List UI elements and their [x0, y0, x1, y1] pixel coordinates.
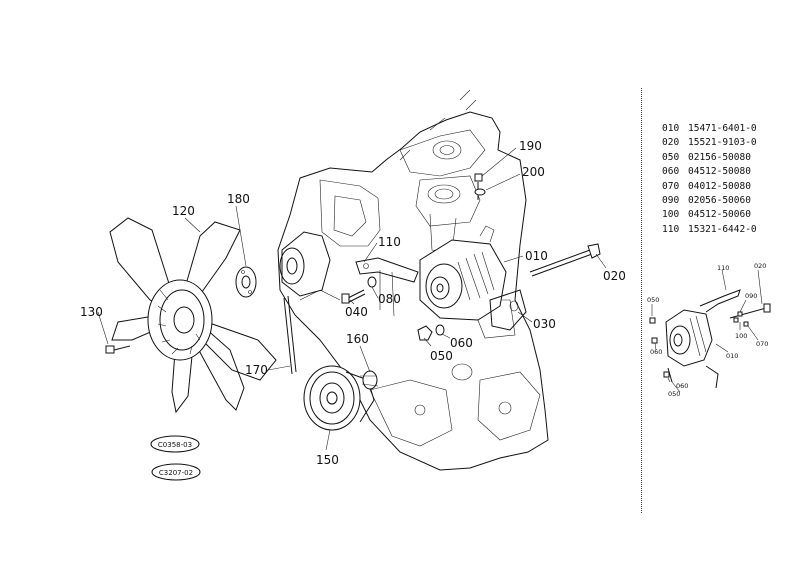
washer-060	[435, 324, 445, 336]
parts-list: 010 15471-6401-0 020 15521-9103-0 050 02156-5…	[662, 122, 792, 237]
callout-050: 050	[430, 349, 453, 363]
crankshaft-pulley	[303, 365, 375, 431]
reference-label-2: C3207-02	[159, 469, 193, 477]
callout-080: 080	[378, 292, 401, 306]
bolt-040	[341, 289, 366, 304]
callout-labels: 120 180 130 170 150 160 110 080 040 050 …	[80, 139, 626, 467]
part-code: 010	[662, 123, 680, 134]
nut-050	[417, 325, 433, 341]
leader-lines	[97, 147, 607, 451]
inset-callout-020: 020	[754, 262, 766, 270]
cooling-fan	[109, 217, 277, 414]
washer-200	[474, 188, 486, 196]
inset-callout-050b: 050	[668, 390, 680, 398]
part-code: 090	[662, 195, 680, 207]
callout-060: 060	[450, 336, 473, 350]
part-number: 04512-50060	[688, 209, 751, 221]
inset-callout-090: 090	[745, 292, 757, 300]
part-number: 02156-50080	[688, 151, 751, 163]
part-number: 04012-50080	[688, 180, 751, 192]
parts-list-row: 060 04512-50080	[662, 165, 792, 179]
part-number: 15471-6401-0	[688, 123, 757, 134]
parts-list-row: 020 15521-9103-0	[662, 136, 792, 150]
part-code: 100	[662, 209, 680, 221]
washer-080	[367, 276, 377, 288]
alternator	[419, 225, 507, 321]
callout-120: 120	[172, 204, 195, 218]
part-code: 060	[662, 166, 680, 178]
part-code: 110	[662, 223, 680, 235]
callout-150: 150	[316, 453, 339, 467]
long-bolt	[529, 243, 601, 277]
part-code: 050	[662, 151, 680, 163]
callout-200: 200	[522, 165, 545, 179]
part-number: 15321-6442-0	[688, 223, 757, 235]
callout-110: 110	[378, 235, 401, 249]
fan-spacer	[235, 266, 257, 298]
callout-160: 160	[346, 332, 369, 346]
alternator-bracket	[489, 289, 527, 331]
callout-170: 170	[245, 363, 268, 377]
inset-callout-010: 010	[726, 352, 738, 360]
alternator-inset: 110 020 050 090 060 100 010 070 060 050	[647, 262, 771, 398]
reference-label-1: C0358-03	[158, 441, 192, 449]
inset-callout-100: 100	[735, 332, 747, 340]
parts-list-row: 100 04512-50060	[662, 208, 792, 222]
callout-010: 010	[525, 249, 548, 263]
parts-list-row: 050 02156-50080	[662, 151, 792, 165]
callout-190: 190	[519, 139, 542, 153]
reference-oval-1	[150, 435, 200, 453]
callout-020: 020	[603, 269, 626, 283]
reference-oval-2	[151, 463, 201, 481]
part-number: 04512-50080	[688, 166, 751, 178]
parts-list-row: 010 15471-6401-0	[662, 122, 792, 136]
parts-list-row: 110 15321-6442-0	[662, 223, 792, 237]
fan-belt	[283, 295, 297, 375]
column-divider	[641, 88, 642, 513]
water-pump-pulley	[279, 231, 331, 297]
inset-callout-050: 050	[647, 296, 659, 304]
inset-callout-060b: 060	[676, 382, 688, 390]
callout-030: 030	[533, 317, 556, 331]
adjusting-plate	[355, 257, 419, 283]
callout-040: 040	[345, 305, 368, 319]
part-code: 020	[662, 137, 680, 149]
callout-180: 180	[227, 192, 250, 206]
part-code: 070	[662, 180, 680, 192]
inset-callout-070: 070	[756, 340, 768, 348]
reference-stamps: C0358-03 C3207-02	[150, 435, 201, 481]
part-number: 15521-9103-0	[688, 137, 757, 149]
inset-callout-060: 060	[650, 348, 662, 356]
pulley-collar	[360, 370, 379, 390]
parts-list-row: 090 02056-50060	[662, 194, 792, 208]
parts-list-row: 070 04012-50080	[662, 180, 792, 194]
part-number: 02056-50060	[688, 195, 751, 207]
callout-130: 130	[80, 305, 103, 319]
engine-block	[277, 89, 549, 471]
bolt-190	[474, 173, 483, 200]
inset-callout-110: 110	[717, 264, 729, 272]
bolt-130	[105, 345, 131, 354]
